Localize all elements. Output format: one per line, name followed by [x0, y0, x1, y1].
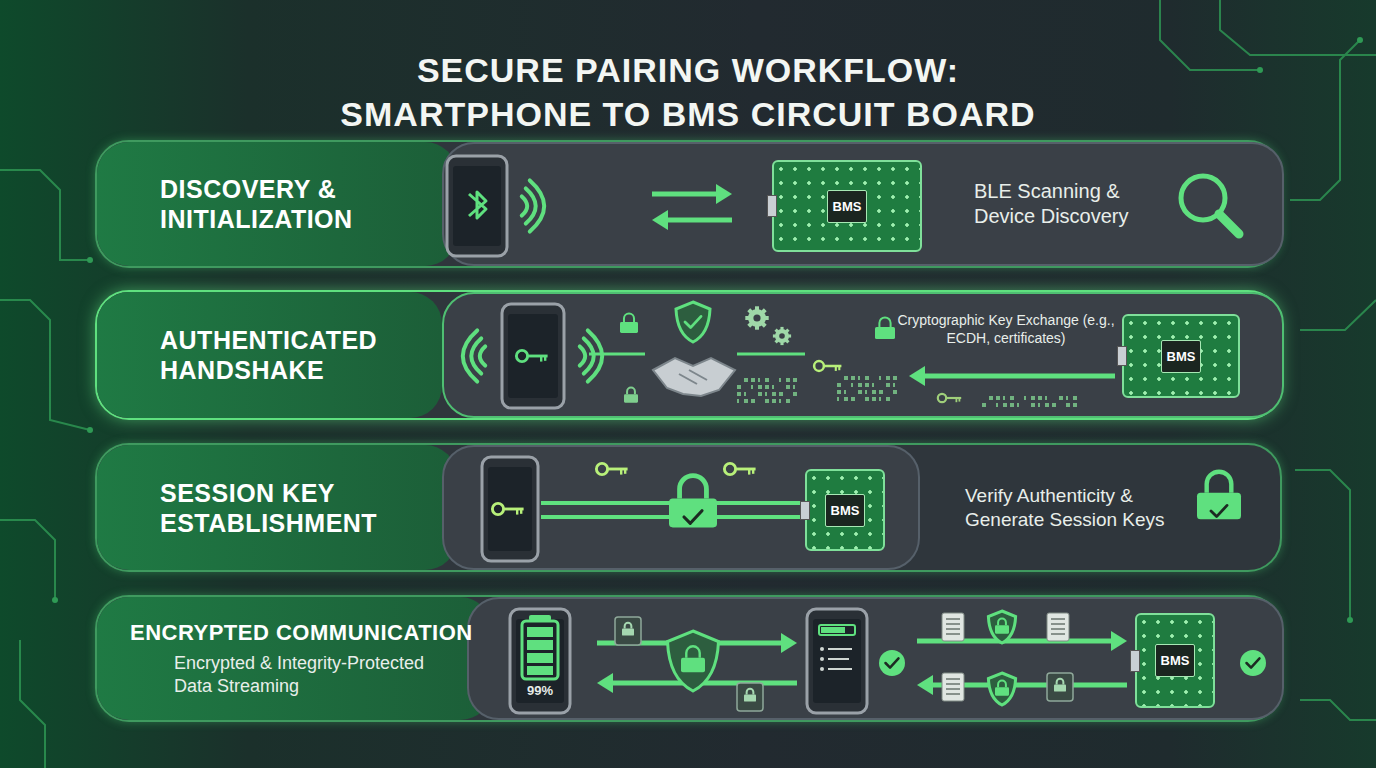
- check-badge: [1240, 650, 1266, 676]
- signal-waves: [463, 330, 485, 381]
- shield-icon: [676, 302, 710, 342]
- magnifier-icon: [1181, 176, 1239, 234]
- band-description: Verify Authenticity & Generate Session K…: [965, 484, 1193, 532]
- key-icon: [938, 394, 961, 402]
- band-heading: DISCOVERY & INITIALIZATION: [160, 174, 435, 234]
- lock-check: [1197, 472, 1241, 519]
- lock-check: [669, 476, 717, 528]
- chip-label: BMS: [827, 190, 868, 223]
- bluetooth-symbol: [469, 192, 486, 218]
- handshake-icon: [653, 358, 735, 396]
- key-icon: [492, 503, 523, 514]
- shield-icon: [668, 631, 719, 691]
- locked-packet: [615, 617, 641, 645]
- check-badge: [879, 650, 905, 676]
- label-panel: [97, 445, 457, 570]
- binary-data-texture: [837, 376, 897, 401]
- locked-packet: [1047, 673, 1073, 701]
- band-heading: ENCRYPTED COMMUNICATION: [130, 620, 492, 646]
- smartphone: [502, 304, 564, 408]
- locked-packet: [737, 683, 763, 711]
- document-icon: [1047, 613, 1069, 641]
- arrow: [909, 366, 1115, 386]
- band-description: BLE Scanning & Device Discovery: [974, 179, 1179, 229]
- board-connector: [1117, 346, 1127, 366]
- padlock: [875, 317, 895, 339]
- chip-label: BMS: [1155, 644, 1196, 677]
- signal-waves: [522, 180, 544, 231]
- padlock: [681, 646, 705, 672]
- band-description: Cryptographic Key Exchange (e.g., ECDH, …: [897, 312, 1115, 347]
- padlock: [620, 313, 638, 332]
- diagram-title: SECURE PAIRING WORKFLOW: SMARTPHONE TO B…: [288, 48, 1088, 136]
- document-icon: [942, 673, 964, 701]
- battery-icon: [522, 615, 558, 679]
- band-heading: AUTHENTICATED HANDSHAKE: [160, 325, 435, 385]
- arrow: [652, 210, 732, 230]
- board-connector: [1130, 650, 1140, 672]
- chip-label: BMS: [825, 494, 866, 527]
- padlock: [995, 681, 1009, 696]
- padlock: [995, 619, 1009, 634]
- bms-board: BMS: [772, 160, 922, 252]
- binary-data-texture: [737, 378, 797, 403]
- chip-label: BMS: [1161, 340, 1202, 373]
- board-connector: [767, 195, 777, 216]
- band-heading: SESSION KEY ESTABLISHMENT: [160, 478, 435, 538]
- padlock: [1054, 679, 1066, 692]
- key-icon: [724, 463, 755, 474]
- process-band: ENCRYPTED COMMUNICATION Encrypted & Integ…: [95, 595, 1282, 722]
- padlock: [622, 623, 634, 636]
- smartphone: [482, 457, 538, 561]
- process-band: AUTHENTICATED HANDSHAKE Cryptographic Key…: [95, 290, 1282, 420]
- label-panel: [97, 292, 442, 418]
- battery-percent: 99%: [527, 683, 553, 698]
- smartphone: [510, 609, 570, 713]
- smartphone: [447, 156, 507, 256]
- bms-board: BMS: [1135, 613, 1215, 708]
- shield-icon: [988, 673, 1015, 705]
- key-icon: [516, 350, 547, 361]
- binary-data-texture: [982, 396, 1077, 407]
- key-icon: [596, 463, 627, 474]
- smartphone: [807, 609, 867, 713]
- label-panel: [97, 142, 457, 266]
- padlock: [669, 476, 717, 528]
- bms-board: BMS: [805, 469, 885, 551]
- key-icon: [814, 361, 841, 371]
- shield-icon: [988, 611, 1015, 643]
- gear-icon: [773, 327, 791, 345]
- document-icon: [942, 613, 964, 641]
- process-band: DISCOVERY & INITIALIZATION BLE Scanning &…: [95, 140, 1282, 268]
- phone-screen: [819, 625, 855, 671]
- process-band: SESSION KEY ESTABLISHMENT Verify Authenti…: [95, 443, 1282, 572]
- board-connector: [800, 501, 810, 520]
- padlock: [744, 689, 756, 702]
- gear-icon: [745, 306, 768, 329]
- arrow: [652, 184, 732, 204]
- padlock: [1197, 472, 1241, 519]
- bms-board: BMS: [1122, 314, 1240, 398]
- signal-waves: [580, 330, 602, 381]
- padlock: [624, 388, 638, 403]
- band-description: Encrypted & Integrity-Protected Data Str…: [174, 652, 464, 697]
